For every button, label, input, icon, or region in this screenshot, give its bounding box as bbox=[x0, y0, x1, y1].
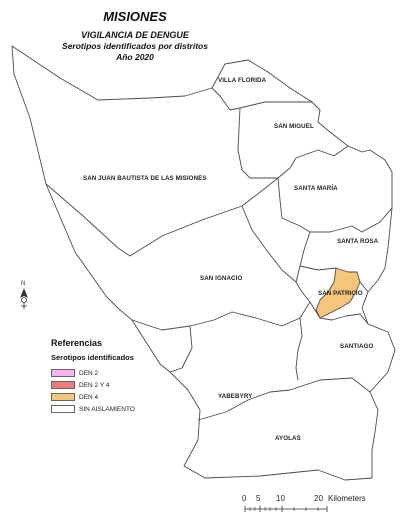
boundary-san-miguel-west bbox=[237, 107, 349, 179]
legend-label-den2y4: DEN 2 Y 4 bbox=[79, 381, 110, 389]
label-yabebyry: YABEBYRY bbox=[218, 393, 253, 400]
boundary-santa-rosa bbox=[295, 231, 311, 283]
scale-tick-5: 5 bbox=[256, 494, 261, 503]
label-santiago: SANTIAGO bbox=[340, 343, 374, 350]
scale-bar-graphic bbox=[244, 506, 328, 512]
scale-tick-10: 10 bbox=[276, 494, 285, 503]
label-ayolas: AYOLAS bbox=[275, 435, 301, 442]
boundary-san-juan-south bbox=[45, 177, 279, 257]
label-santa-rosa: SANTA ROSA bbox=[337, 238, 379, 245]
district-san-patricio bbox=[315, 267, 361, 319]
legend-swatch-sin-aislamiento bbox=[51, 405, 75, 413]
label-santa-maria: SANTA MARÍA bbox=[294, 185, 338, 192]
legend-title: Referencias bbox=[51, 338, 103, 348]
legend-item-den4: DEN 4 bbox=[51, 393, 98, 401]
legend-swatch-den2y4 bbox=[51, 381, 75, 389]
north-arrow-label: N bbox=[21, 281, 26, 287]
boundary-santiago-west bbox=[295, 317, 303, 381]
legend-label-den2: DEN 2 bbox=[79, 369, 99, 377]
legend-subtitle: Serotipos identificados bbox=[51, 353, 134, 362]
label-san-ignacio: SAN IGNACIO bbox=[200, 275, 243, 282]
legend-label-den4: DEN 4 bbox=[79, 393, 99, 401]
legend-item-sin-aislamiento: SIN AISLAMIENTO bbox=[51, 405, 135, 413]
label-san-patricio: SAN PATRICIO bbox=[318, 290, 363, 297]
boundary-yabebyry bbox=[169, 325, 193, 373]
map-subtitle: VIGILANCIA DE DENGUE bbox=[81, 30, 189, 40]
legend-swatch-den2 bbox=[51, 369, 75, 377]
boundary-yabebyry-ayolas bbox=[197, 377, 371, 421]
north-arrow: N bbox=[18, 281, 30, 315]
legend-swatch-den4 bbox=[51, 393, 75, 401]
map-subtitle-line2: Serotipos identificados por distritos bbox=[62, 41, 208, 51]
map-subtitle-line3: Año 2020 bbox=[116, 52, 154, 62]
boundary-santa-maria bbox=[277, 177, 393, 233]
legend-item-den2: DEN 2 bbox=[51, 369, 98, 377]
label-villa-florida: VILLA FLORIDA bbox=[218, 77, 267, 84]
scale-tick-20: 20 bbox=[314, 494, 323, 503]
scale-tick-0: 0 bbox=[242, 494, 247, 503]
label-san-juan-bautista: SAN JUAN BAUTISTA DE LAS MISIONES bbox=[83, 175, 207, 182]
label-san-miguel: SAN MIGUEL bbox=[274, 123, 314, 130]
legend: Referencias Serotipos identificados DEN … bbox=[51, 338, 135, 413]
legend-label-sin-aislamiento: SIN AISLAMIENTO bbox=[79, 405, 135, 413]
legend-item-den2y4: DEN 2 Y 4 bbox=[51, 381, 109, 389]
north-arrow-icon bbox=[20, 288, 28, 309]
scale-unit: Kilometers bbox=[328, 494, 366, 503]
map-title: MISIONES bbox=[103, 9, 167, 24]
department-outline bbox=[11, 45, 396, 481]
